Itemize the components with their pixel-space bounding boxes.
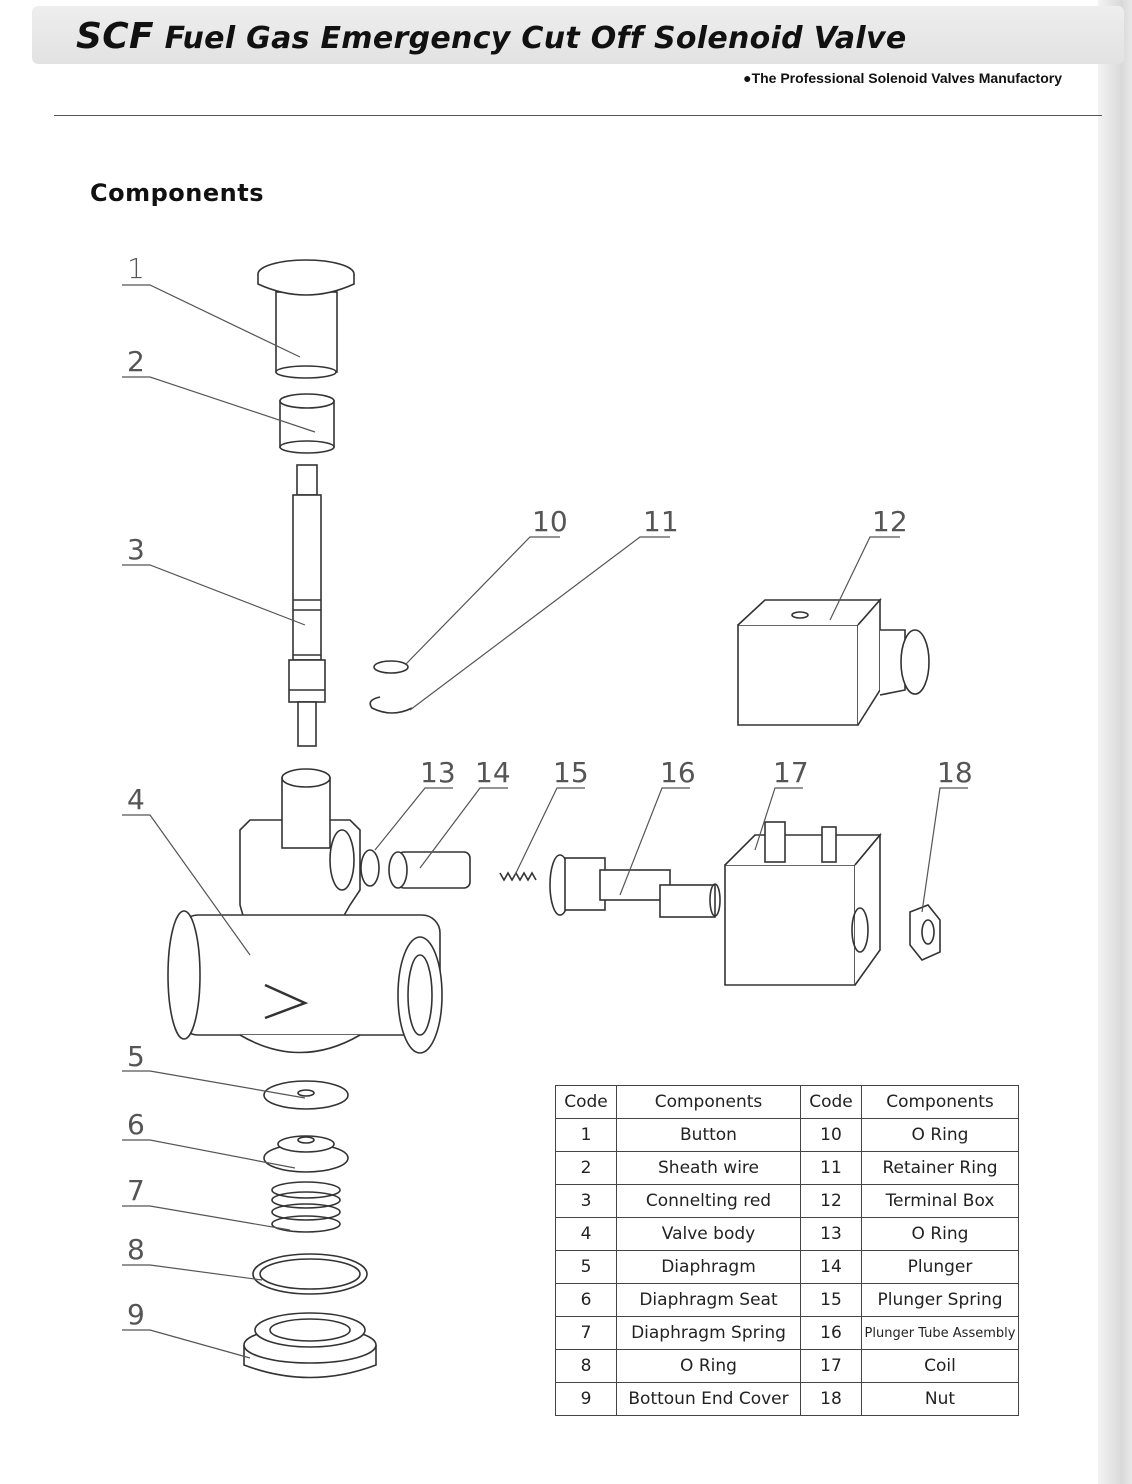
- component-cell: Plunger Tube Assembly: [861, 1316, 1019, 1350]
- code-cell: 13: [800, 1217, 862, 1251]
- sheath-wire-part: [279, 393, 335, 454]
- header-components: Components: [616, 1085, 801, 1119]
- diaphragm-spring-part: [271, 1181, 341, 1233]
- code-cell: 4: [555, 1217, 617, 1251]
- nut-part: [909, 904, 941, 961]
- title-text: Fuel Gas Emergency Cut Off Solenoid Valv…: [164, 21, 907, 56]
- plunger-part: [388, 851, 471, 889]
- component-cell: Coil: [861, 1349, 1019, 1383]
- code-cell: 9: [555, 1382, 617, 1416]
- component-cell: O Ring: [861, 1217, 1019, 1251]
- plunger-spring-part: [499, 871, 537, 882]
- callout-13: 13: [420, 756, 456, 789]
- code-cell: 10: [800, 1118, 862, 1152]
- header-code: Code: [555, 1085, 617, 1119]
- component-cell: Diaphragm Spring: [616, 1316, 801, 1350]
- section-title: Components: [90, 179, 264, 207]
- plunger-tube-part: [549, 854, 721, 918]
- callout-14: 14: [475, 756, 511, 789]
- callout-5: 5: [127, 1040, 145, 1073]
- header-components-2: Components: [861, 1085, 1019, 1119]
- brand-name: SCF: [76, 16, 154, 57]
- code-cell: 3: [555, 1184, 617, 1218]
- callout-3: 3: [127, 533, 145, 566]
- component-cell: O Ring: [616, 1349, 801, 1383]
- code-cell: 5: [555, 1250, 617, 1284]
- code-cell: 18: [800, 1382, 862, 1416]
- code-cell: 1: [555, 1118, 617, 1152]
- callout-6: 6: [127, 1108, 145, 1141]
- header-divider: [54, 115, 1102, 116]
- terminal-box-part: [737, 597, 930, 726]
- code-cell: 2: [555, 1151, 617, 1185]
- retainer-ring-part: [369, 696, 413, 714]
- code-cell: 11: [800, 1151, 862, 1185]
- component-cell: Button: [616, 1118, 801, 1152]
- diaphragm-seat-part: [263, 1135, 349, 1173]
- component-cell: Diaphragm: [616, 1250, 801, 1284]
- component-cell: Diaphragm Seat: [616, 1283, 801, 1317]
- header-code-2: Code: [800, 1085, 862, 1119]
- component-cell: Bottoun End Cover: [616, 1382, 801, 1416]
- header-bar: [32, 6, 1124, 64]
- callout-2: 2: [127, 345, 145, 378]
- code-cell: 8: [555, 1349, 617, 1383]
- callout-1: 1: [127, 252, 145, 285]
- callout-17: 17: [773, 756, 809, 789]
- code-cell: 14: [800, 1250, 862, 1284]
- valve-body-part: [167, 768, 443, 1054]
- diaphragm-part: [263, 1080, 349, 1110]
- coil-part: [724, 821, 882, 986]
- o-ring-13-part: [360, 849, 380, 887]
- table-header-row: Code Components Code Components: [555, 1085, 1019, 1119]
- code-cell: 6: [555, 1283, 617, 1317]
- page-edge-shadow: [1098, 0, 1132, 1484]
- component-cell: Plunger Spring: [861, 1283, 1019, 1317]
- code-cell: 15: [800, 1283, 862, 1317]
- component-cell: Connelting red: [616, 1184, 801, 1218]
- component-cell: Retainer Ring: [861, 1151, 1019, 1185]
- exploded-view-diagram: [122, 259, 968, 1379]
- button-part: [257, 259, 355, 379]
- component-cell: Nut: [861, 1382, 1019, 1416]
- o-ring-8-part: [252, 1253, 368, 1295]
- bottom-end-cover-part: [243, 1312, 377, 1379]
- o-ring-10-part: [373, 660, 409, 674]
- callout-9: 9: [127, 1298, 145, 1331]
- code-cell: 17: [800, 1349, 862, 1383]
- page-title: SCF Fuel Gas Emergency Cut Off Solenoid …: [76, 16, 907, 57]
- code-cell: 16: [800, 1316, 862, 1350]
- code-cell: 7: [555, 1316, 617, 1350]
- callout-7: 7: [127, 1174, 145, 1207]
- component-cell: Terminal Box: [861, 1184, 1019, 1218]
- callout-15: 15: [553, 756, 589, 789]
- leader-lines: [122, 284, 968, 1359]
- callout-8: 8: [127, 1233, 145, 1266]
- tagline: ●The Professional Solenoid Valves Manufa…: [743, 70, 1062, 86]
- component-cell: Valve body: [616, 1217, 801, 1251]
- code-cell: 12: [800, 1184, 862, 1218]
- component-cell: Plunger: [861, 1250, 1019, 1284]
- callout-18: 18: [937, 756, 973, 789]
- component-cell: O Ring: [861, 1118, 1019, 1152]
- callout-10: 10: [532, 505, 568, 538]
- connecting-rod-part: [288, 464, 326, 747]
- callout-16: 16: [660, 756, 696, 789]
- callout-4: 4: [127, 783, 145, 816]
- callout-11: 11: [643, 505, 679, 538]
- component-cell: Sheath wire: [616, 1151, 801, 1185]
- callout-12: 12: [872, 505, 908, 538]
